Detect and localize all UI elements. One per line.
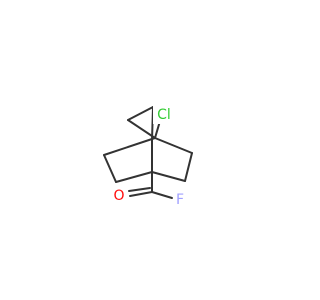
chlorine-atom-label: Cl	[157, 107, 171, 123]
cl-label-bg	[153, 106, 175, 124]
bond-carbonyl-f	[151, 191, 173, 199]
molecule-diagram: Cl O F	[0, 0, 300, 300]
bond-c1-c5	[103, 137, 156, 156]
oxygen-atom-label: O	[113, 188, 124, 204]
bond-c5-c6	[103, 154, 117, 183]
f-label-bg	[174, 190, 186, 208]
bond-c6-c7	[115, 171, 153, 183]
bond-c2-c3	[127, 106, 154, 121]
bond-c1-c8	[154, 137, 193, 154]
bond-c3-c4	[151, 106, 154, 141]
bond-carbonyl-o-2	[128, 187, 151, 192]
bond-c8-c9	[184, 152, 193, 182]
bonds	[103, 106, 193, 199]
atom-labels: Cl O F	[112, 106, 186, 208]
bond-c9-c7	[151, 171, 186, 182]
fluorine-atom-label: F	[176, 192, 184, 208]
o-label-bg	[112, 186, 126, 204]
bond-c1-c2	[127, 119, 156, 139]
bond-carbonyl-o-1	[129, 191, 153, 197]
canvas-background	[0, 0, 300, 300]
